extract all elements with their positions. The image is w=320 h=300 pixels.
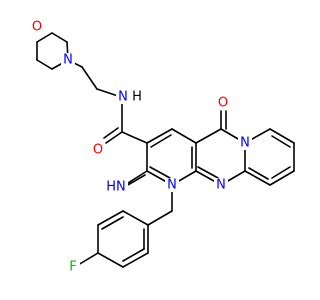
bond <box>97 210 124 226</box>
label-bg <box>104 180 128 194</box>
amide-nitrogen-label: N <box>118 90 128 105</box>
bond <box>77 252 99 266</box>
morpholine-oxygen-label: O <box>32 20 42 35</box>
label-bg <box>116 90 130 104</box>
bond <box>36 59 53 70</box>
bond <box>146 128 173 144</box>
morpholine-nitrogen-label: N <box>63 53 73 68</box>
bond <box>105 131 123 144</box>
fluorine-label: F <box>69 260 76 275</box>
bond <box>127 170 148 184</box>
bond <box>171 128 197 144</box>
bond <box>147 210 173 226</box>
bond <box>195 128 222 144</box>
bond <box>269 170 295 186</box>
bond <box>125 174 146 187</box>
bond <box>122 248 145 262</box>
label-bg <box>131 90 143 104</box>
molecule-structure: O N N H O O HN N N N F <box>30 20 295 275</box>
bond <box>101 216 124 230</box>
bond <box>150 134 172 148</box>
imine-label: HN <box>106 180 126 195</box>
bond <box>197 166 219 179</box>
bond <box>36 32 53 43</box>
bond <box>244 170 271 186</box>
label-bg <box>30 20 44 34</box>
bond <box>269 128 295 144</box>
bonds <box>36 32 295 268</box>
label-bg <box>216 96 230 110</box>
bond <box>149 166 171 179</box>
bond <box>81 66 98 90</box>
bond <box>248 167 269 180</box>
label-bg <box>61 53 75 67</box>
amide-oxygen-label: O <box>93 143 103 158</box>
bond <box>97 252 124 268</box>
bond <box>103 127 119 139</box>
label-bg <box>91 143 105 157</box>
bond <box>122 252 149 268</box>
bond <box>51 32 68 43</box>
bond <box>121 131 148 144</box>
ring-nitrogen-right-label: N <box>240 136 250 151</box>
ring-nitrogen-bottom-label: N <box>167 178 177 193</box>
label-bg <box>66 260 80 274</box>
ring-nitrogen-middle-label: N <box>216 178 226 193</box>
bond <box>122 210 149 226</box>
atom-labels: O N N H O O HN N N N F <box>30 20 252 275</box>
label-bg <box>165 178 179 192</box>
amide-hydrogen-label: H <box>132 90 142 105</box>
bond <box>271 135 291 148</box>
bond <box>96 88 119 97</box>
bond <box>271 166 291 179</box>
ring-oxygen-label: O <box>218 96 228 111</box>
label-bg <box>214 178 228 192</box>
label-bg <box>238 136 252 150</box>
